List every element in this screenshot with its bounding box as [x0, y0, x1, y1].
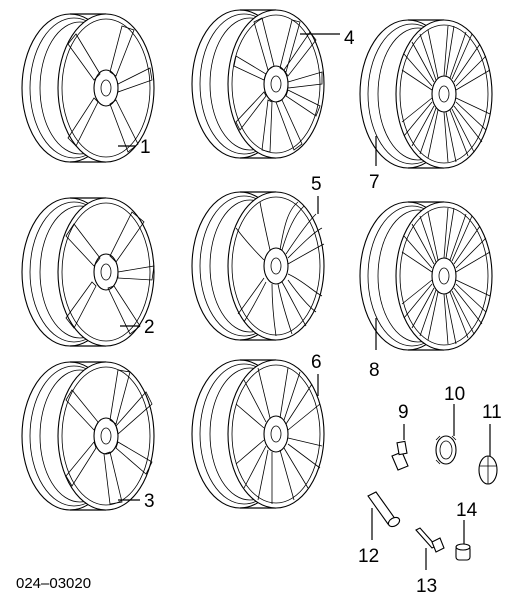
callout-10: 10 [444, 384, 465, 405]
callout-8: 8 [369, 360, 380, 381]
valve-stem-part [367, 491, 401, 540]
callout-14: 14 [456, 500, 478, 521]
callout-9: 9 [398, 402, 409, 423]
callout-3: 3 [144, 491, 155, 512]
wheel-1 [21, 13, 155, 163]
cap-part [455, 520, 471, 561]
wheel-3 [21, 361, 155, 511]
wheel-5 [191, 191, 325, 341]
wheel-6 [191, 359, 325, 509]
callout-5: 5 [311, 174, 322, 195]
callout-4: 4 [344, 28, 355, 49]
wheel-7 [359, 19, 493, 169]
callout-11: 11 [482, 402, 502, 423]
emblem-part [478, 424, 498, 485]
callout-2: 2 [144, 317, 155, 338]
callout-13: 13 [416, 576, 437, 597]
wheel-8 [359, 201, 493, 351]
hub-cap-part [435, 404, 457, 465]
callout-1: 1 [140, 137, 151, 158]
valve-part [391, 424, 409, 471]
wheel-2 [21, 197, 155, 347]
callout-7: 7 [369, 172, 380, 193]
callout-12: 12 [358, 546, 379, 567]
wheel-bolt-part [415, 527, 445, 570]
wheel-4 [191, 9, 325, 159]
callout-6: 6 [311, 352, 322, 373]
diagram-code: 024–03020 [16, 575, 91, 592]
